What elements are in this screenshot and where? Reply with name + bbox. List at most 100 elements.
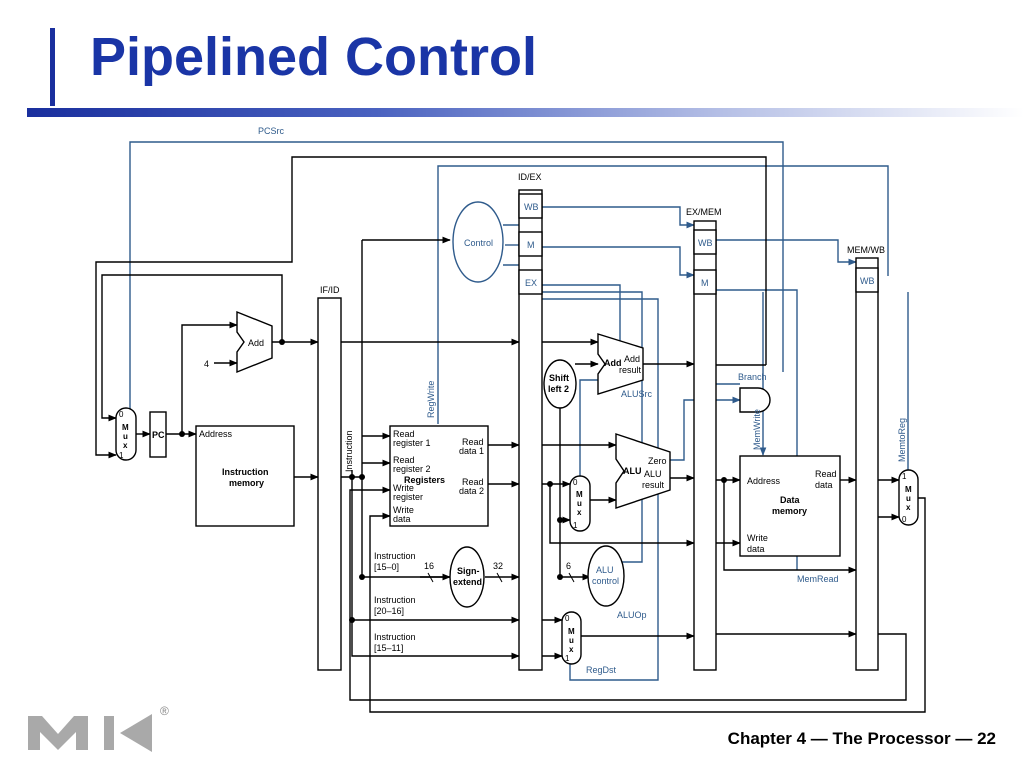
junction-dot [359, 474, 365, 480]
id-ex-m-field [518, 231, 543, 257]
instruction-memory [195, 425, 295, 527]
alu-label: ALU [623, 466, 642, 476]
id-ex-label: ID/EX [518, 172, 542, 182]
mux-one-label: 1 [902, 472, 907, 481]
control-unit [452, 201, 504, 283]
junction-dot [557, 574, 563, 580]
dmem-write-data-label-1: Write [747, 533, 768, 543]
memread-label: MemRead [797, 574, 839, 584]
data-memory [739, 455, 841, 557]
bus-width-6-label: 6 [566, 561, 571, 571]
id-ex-wb-label: WB [524, 202, 539, 212]
pc-register [149, 411, 167, 458]
dmem-address-label: Address [747, 476, 781, 486]
pc-mux-labels: 0 M u x 1 [119, 410, 129, 460]
alu-control-label-1: ALU [596, 565, 614, 575]
mux-one-label: 1 [565, 654, 570, 663]
branch-adder [597, 333, 644, 395]
instr-20-16-label-2: [20–16] [374, 606, 404, 616]
id-ex-wb-field [518, 193, 543, 219]
slide-title: Pipelined Control [90, 27, 538, 87]
branch-and-gate [739, 387, 771, 413]
write-data-label-2: data [393, 514, 411, 524]
pc-plus4-to-mux-wire [101, 274, 283, 422]
sign-extend-label-1: Sign- [457, 566, 480, 576]
junction-dot [557, 517, 563, 523]
bus-width-16-label: 16 [424, 561, 434, 571]
imem-address-label: Address [199, 429, 233, 439]
pcsrc-label: PCSrc [258, 126, 285, 136]
pcsrc-wire [129, 141, 784, 410]
data-memory-label-2: memory [772, 506, 807, 516]
ex-mem-wb-label: WB [698, 238, 713, 248]
id-ex-m-label: M [527, 240, 535, 250]
writeback-register-wire [349, 486, 907, 701]
memwrite-label: MemWrite [752, 409, 762, 450]
instr-15-11-label-1: Instruction [374, 632, 416, 642]
rd2-to-exmem-wire [549, 484, 695, 547]
exmem-wb-to-memwb-wire [716, 239, 857, 266]
id-ex-register [518, 189, 543, 671]
pc-mux [115, 407, 137, 461]
slide-footer: Chapter 4 — The Processor — 22 [727, 729, 996, 748]
mux-one-label: 1 [119, 451, 124, 460]
zero-label: Zero [648, 456, 667, 466]
regwrite-label: RegWrite [426, 381, 436, 418]
memtoreg-mux [898, 469, 919, 526]
control-unit-label: Control [464, 238, 493, 248]
register-file [389, 425, 489, 527]
write-data-label-1: Write [393, 505, 414, 515]
writeback-data-wire [369, 497, 926, 713]
junction-dot [349, 617, 355, 623]
instr-20-16-label-1: Instruction [374, 595, 416, 605]
read-data-2-label-2: data 2 [459, 486, 484, 496]
instruction-memory-label-1: Instruction [222, 467, 269, 477]
dmem-write-data-label-2: data [747, 544, 765, 554]
shift-left-label-2: left 2 [548, 384, 569, 394]
mux-letter-u: u [123, 432, 128, 441]
add-field-label: Add [624, 354, 640, 364]
junction-dot [359, 574, 365, 580]
mux-letter-u: u [906, 494, 911, 503]
mem-wb-wb-label: WB [860, 276, 875, 286]
registered-mark: ® [160, 704, 169, 718]
sign-extend-unit [449, 546, 485, 608]
mem-wb-register [855, 257, 879, 671]
idex-m-to-exmem-wire [542, 246, 695, 279]
alu-control-label-2: control [592, 576, 619, 586]
functional-units [115, 201, 919, 665]
regdst-mux-labels: 0 M u x 1 [565, 614, 575, 663]
instr-15-0-label-1: Instruction [374, 551, 416, 561]
bus-slash-32 [496, 572, 503, 583]
pc-register-label: PC [152, 430, 165, 440]
ex-mem-register [693, 220, 717, 671]
alu [615, 433, 671, 509]
add-unit-label: Add [604, 358, 622, 368]
alusrc-mux [569, 475, 591, 532]
memtoreg-mux-labels: 1 M u x 0 [902, 472, 912, 524]
bus-width-slashes [427, 572, 575, 583]
write-register-label-1: Write [393, 483, 414, 493]
regdst-wire [542, 298, 659, 681]
mem-wb-wb-field [855, 267, 879, 293]
title-accent-bar [50, 28, 55, 106]
ex-mem-label: EX/MEM [686, 207, 722, 217]
registers-label: Registers [404, 475, 445, 485]
regwrite-wire [437, 165, 889, 424]
pc-to-adder-wire [181, 321, 238, 434]
four-constant-label: 4 [204, 359, 209, 369]
read-data-2-label-1: Read [462, 477, 484, 487]
alu-result-label-1: ALU [644, 469, 662, 479]
alu-result-bypass-wire [723, 480, 857, 574]
junction-dot [547, 481, 553, 487]
read-register-1-label-1: Read [393, 429, 415, 439]
regdst-mux [561, 611, 582, 665]
alu-result-label-2: result [642, 480, 665, 490]
ex-mem-wb-field [693, 229, 717, 255]
mux-letter-x: x [906, 503, 911, 512]
control-wires [129, 141, 909, 681]
mux-zero-label: 0 [565, 614, 570, 623]
id-ex-ex-label: EX [525, 278, 537, 288]
if-id-register [317, 297, 342, 671]
